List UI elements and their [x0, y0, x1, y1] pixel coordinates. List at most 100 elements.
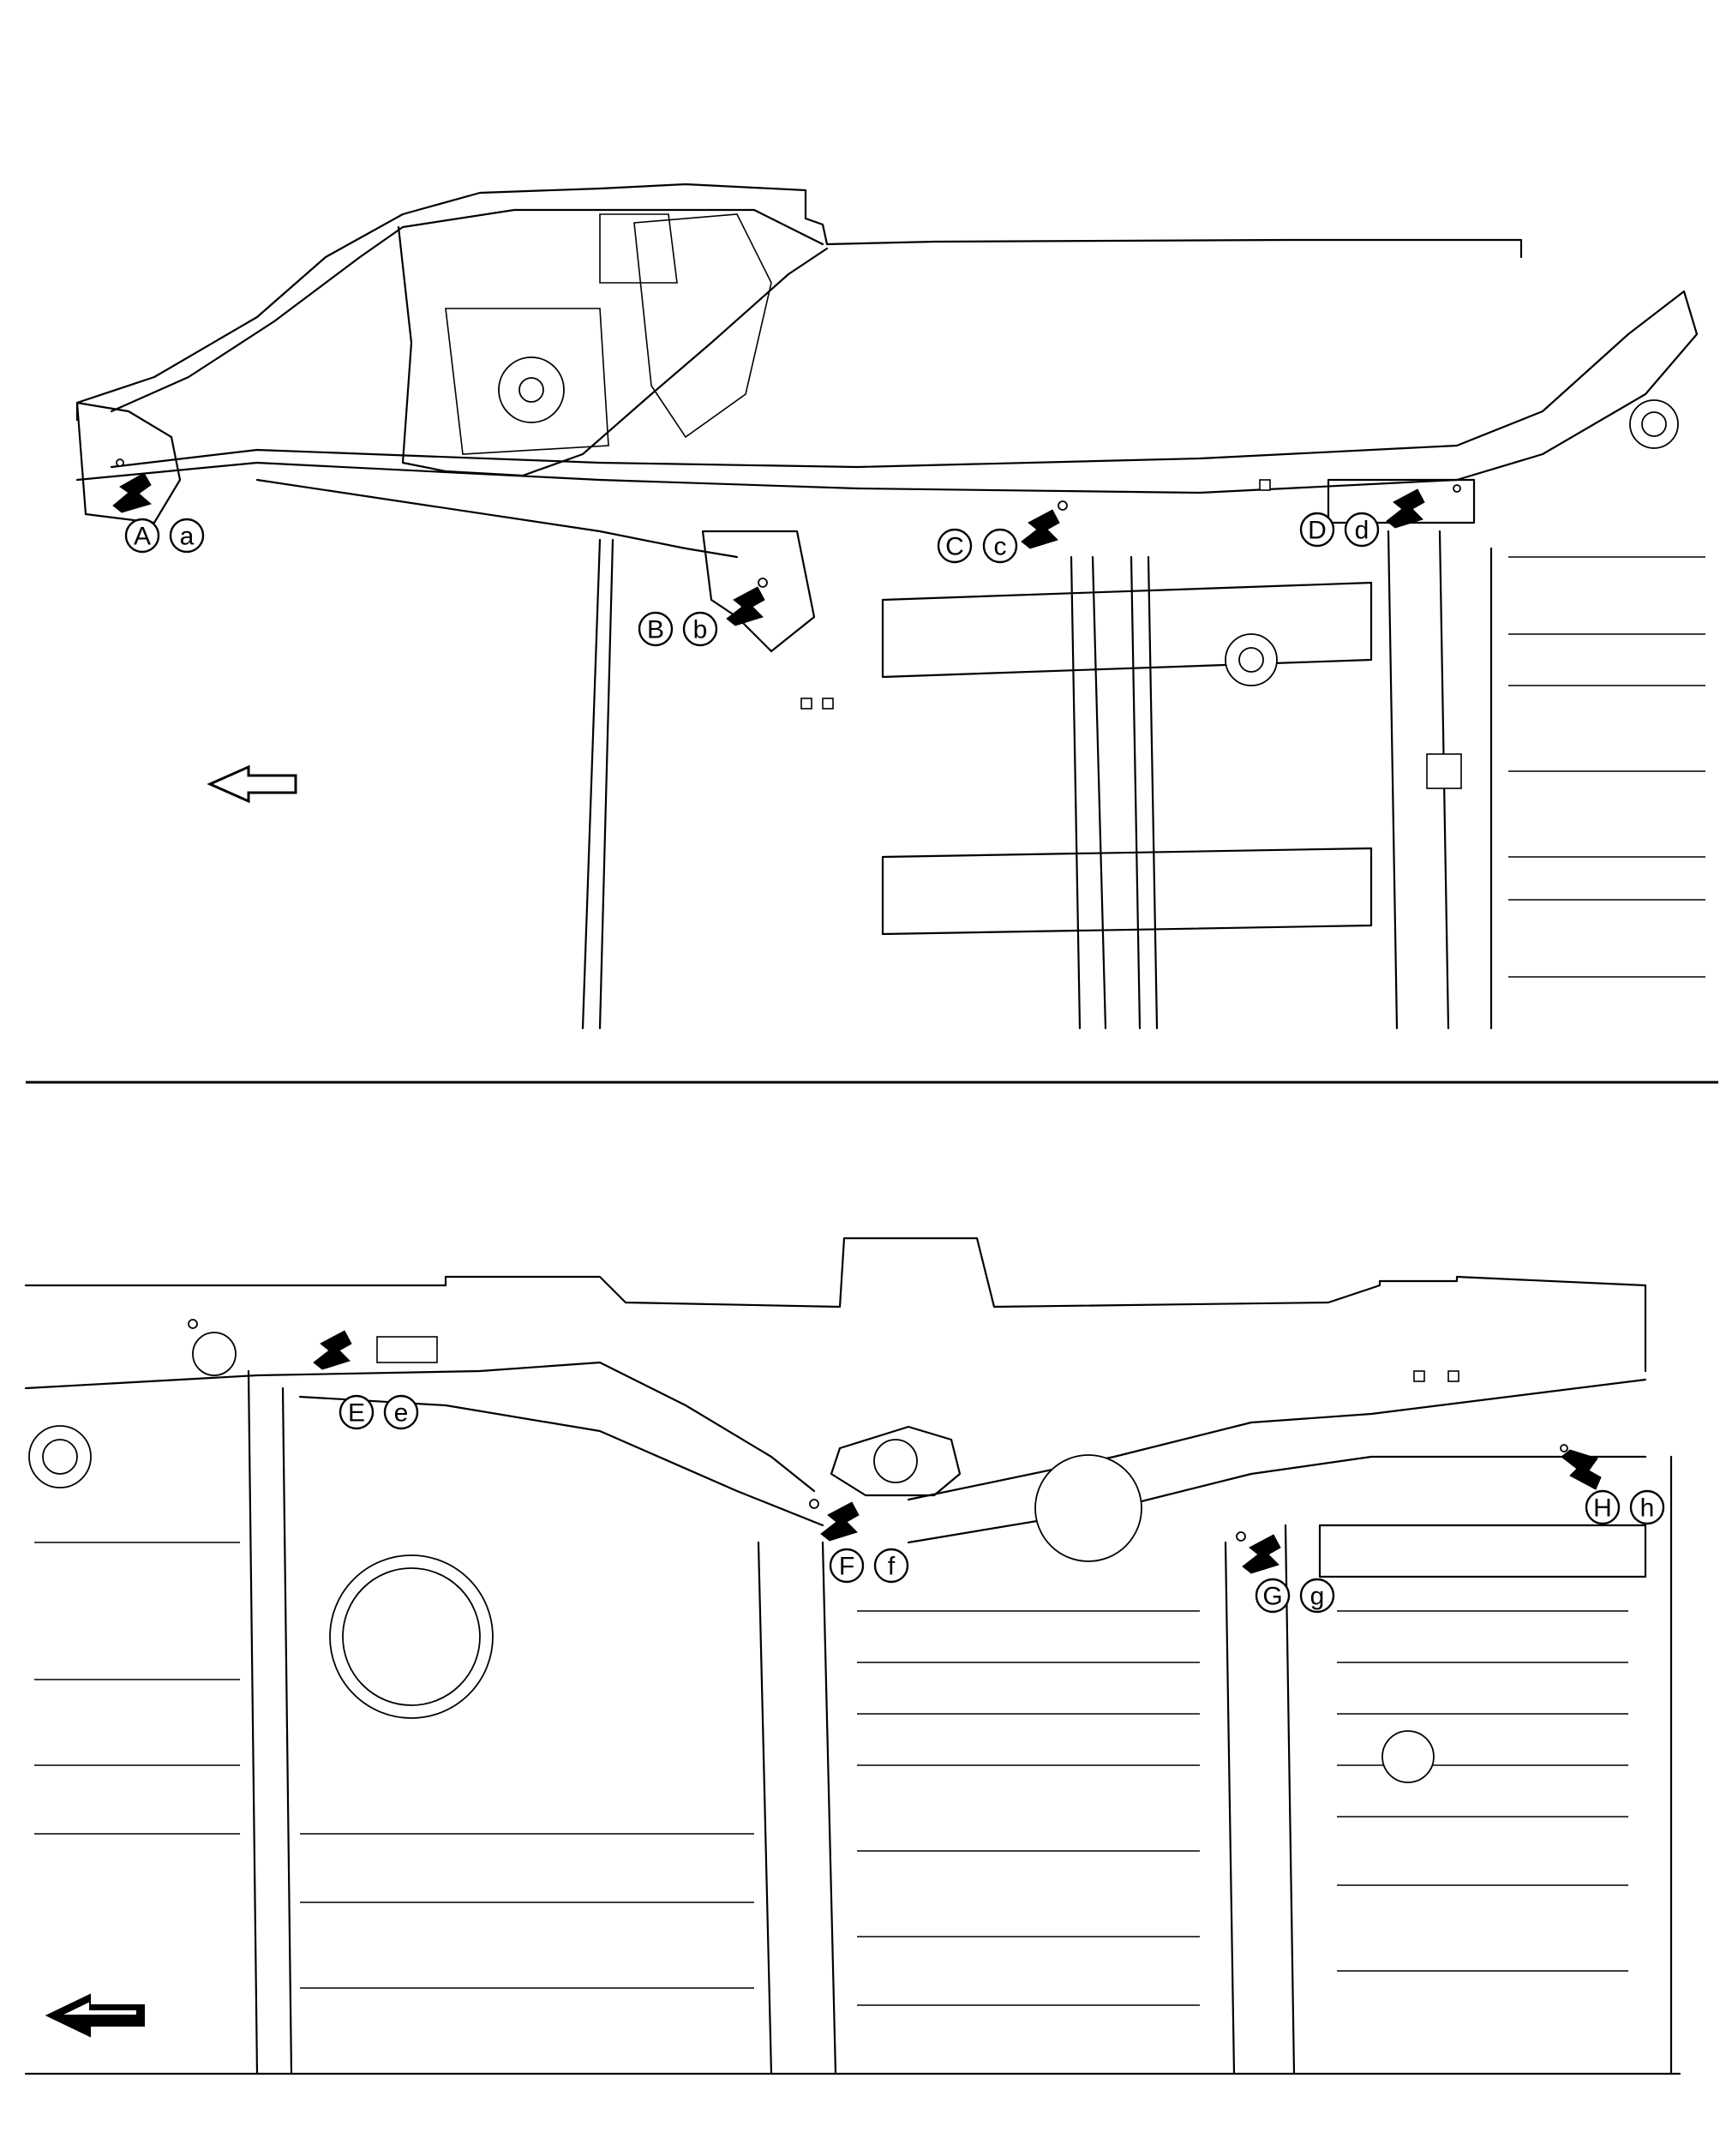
- front-structure-outline: [75, 183, 1523, 422]
- left-hole-upper: [192, 1332, 237, 1376]
- arrow-F-icon: [820, 1501, 860, 1542]
- crossmember-2: [881, 847, 1373, 936]
- rear-hole-inner: [1641, 411, 1667, 437]
- mount-d: [1327, 478, 1476, 524]
- callout-B: B: [638, 611, 674, 647]
- side-member-lower: [255, 478, 739, 559]
- floor-hole-1-inner: [1238, 647, 1264, 673]
- callout-C: C: [937, 528, 973, 564]
- callout-c: c: [982, 528, 1018, 564]
- center-rail-vertical-2: [821, 1541, 837, 2075]
- outline-left-arrow-icon: [207, 764, 297, 804]
- rear-rail-right-outer: [907, 1378, 1647, 1501]
- callout-F: F: [829, 1548, 865, 1584]
- center-rail-vertical-1: [757, 1541, 773, 2075]
- arrow-A-icon: [112, 472, 153, 513]
- arrow-E-icon: [313, 1330, 352, 1370]
- rear-rail-left-outer: [24, 1361, 816, 1493]
- left-hole-large-inner: [42, 1439, 78, 1475]
- cowl-contour: [397, 225, 829, 477]
- callout-g-label: g: [1310, 1583, 1325, 1611]
- center-bracket-hole: [873, 1439, 918, 1483]
- callout-a: a: [169, 518, 205, 554]
- left-rail-vertical-2: [281, 1386, 293, 2075]
- rear-floor-panel: [1318, 1524, 1647, 1578]
- point-f-dot: [809, 1499, 819, 1509]
- point-c-dot: [1058, 500, 1068, 511]
- callout-A-label: A: [134, 523, 151, 551]
- callout-f-label: f: [888, 1553, 896, 1581]
- tunnel-center-2: [1130, 555, 1142, 1030]
- callout-B-label: B: [647, 616, 664, 644]
- arrow-H-icon: [1561, 1449, 1602, 1490]
- sill-left: [581, 538, 602, 1030]
- callout-D-label: D: [1308, 517, 1327, 545]
- callout-H-label: H: [1593, 1494, 1612, 1523]
- callout-H: H: [1585, 1489, 1621, 1525]
- tunnel-left: [1070, 555, 1082, 1030]
- point-a-dot: [116, 458, 124, 467]
- square-hole-5: [1447, 1370, 1459, 1382]
- arrow-b-icon: [726, 586, 765, 626]
- callout-h-label: h: [1640, 1494, 1655, 1523]
- rear-rail-left: [1387, 530, 1399, 1030]
- arrow-d-icon: [1386, 488, 1425, 529]
- point-e-dot: [188, 1319, 198, 1329]
- rear-rail-right-inner: [907, 1455, 1647, 1544]
- rear-floor-hole: [1381, 1730, 1435, 1783]
- point-b-dot: [758, 578, 768, 588]
- rect-plate: [376, 1336, 438, 1363]
- callout-F-label: F: [839, 1553, 854, 1581]
- right-rail-vertical-1: [1224, 1541, 1236, 2075]
- callout-d: d: [1344, 512, 1380, 548]
- inner-panel-b: [599, 213, 678, 284]
- floor-ribs: [1508, 556, 1705, 978]
- point-g-dot: [1236, 1531, 1246, 1542]
- square-hole-1: [1259, 479, 1271, 491]
- callout-C-label: C: [945, 533, 964, 561]
- tunnel-center-1: [1091, 555, 1107, 1030]
- crossmember-1: [881, 581, 1373, 679]
- center-floor-ribs: [857, 1610, 1200, 2006]
- spare-tire-well-inner: [342, 1567, 481, 1706]
- callout-f: f: [873, 1548, 909, 1584]
- callout-e-label: e: [394, 1399, 409, 1428]
- callout-A: A: [124, 518, 160, 554]
- callout-d-label: d: [1355, 517, 1369, 545]
- square-hole-4: [1413, 1370, 1425, 1382]
- bottom-upper-edge: [24, 1237, 1647, 1373]
- arrow-G-icon: [1242, 1534, 1281, 1574]
- front-tip: [75, 401, 182, 524]
- rear-floor-ribs: [1337, 1610, 1628, 1972]
- square-plate: [1426, 753, 1462, 789]
- panel-hole-small: [518, 377, 544, 403]
- side-member-rail: [75, 290, 1699, 494]
- top-panel: A a B b C c D d: [75, 183, 1705, 1030]
- callout-h: h: [1629, 1489, 1665, 1525]
- arrow-c-icon: [1021, 509, 1060, 549]
- callout-e: e: [383, 1394, 419, 1430]
- center-bracket: [830, 1425, 962, 1497]
- point-d-dot: [1453, 484, 1461, 493]
- tunnel-right: [1147, 555, 1159, 1030]
- rear-rail-left-inner: [298, 1395, 824, 1527]
- upper-inner-contour: [110, 208, 824, 413]
- square-hole-2: [800, 698, 812, 710]
- callout-E-label: E: [348, 1399, 365, 1428]
- sill-left-inner: [598, 538, 614, 1030]
- callout-G-label: G: [1262, 1583, 1282, 1611]
- callout-c-label: c: [994, 533, 1007, 561]
- bottom-panel: E e F f G g H h: [24, 1237, 1681, 2075]
- left-rail-vertical-1: [247, 1369, 259, 2075]
- inner-panel-a: [445, 308, 609, 455]
- callout-E: E: [339, 1394, 375, 1430]
- callout-G: G: [1255, 1578, 1291, 1614]
- callout-D: D: [1299, 512, 1335, 548]
- bracket-b: [701, 530, 816, 653]
- left-floor-ribs: [34, 1542, 754, 1989]
- callout-b-label: b: [693, 616, 708, 644]
- callout-a-label: a: [180, 523, 195, 551]
- callout-b: b: [682, 611, 718, 647]
- round-plate: [1034, 1454, 1142, 1562]
